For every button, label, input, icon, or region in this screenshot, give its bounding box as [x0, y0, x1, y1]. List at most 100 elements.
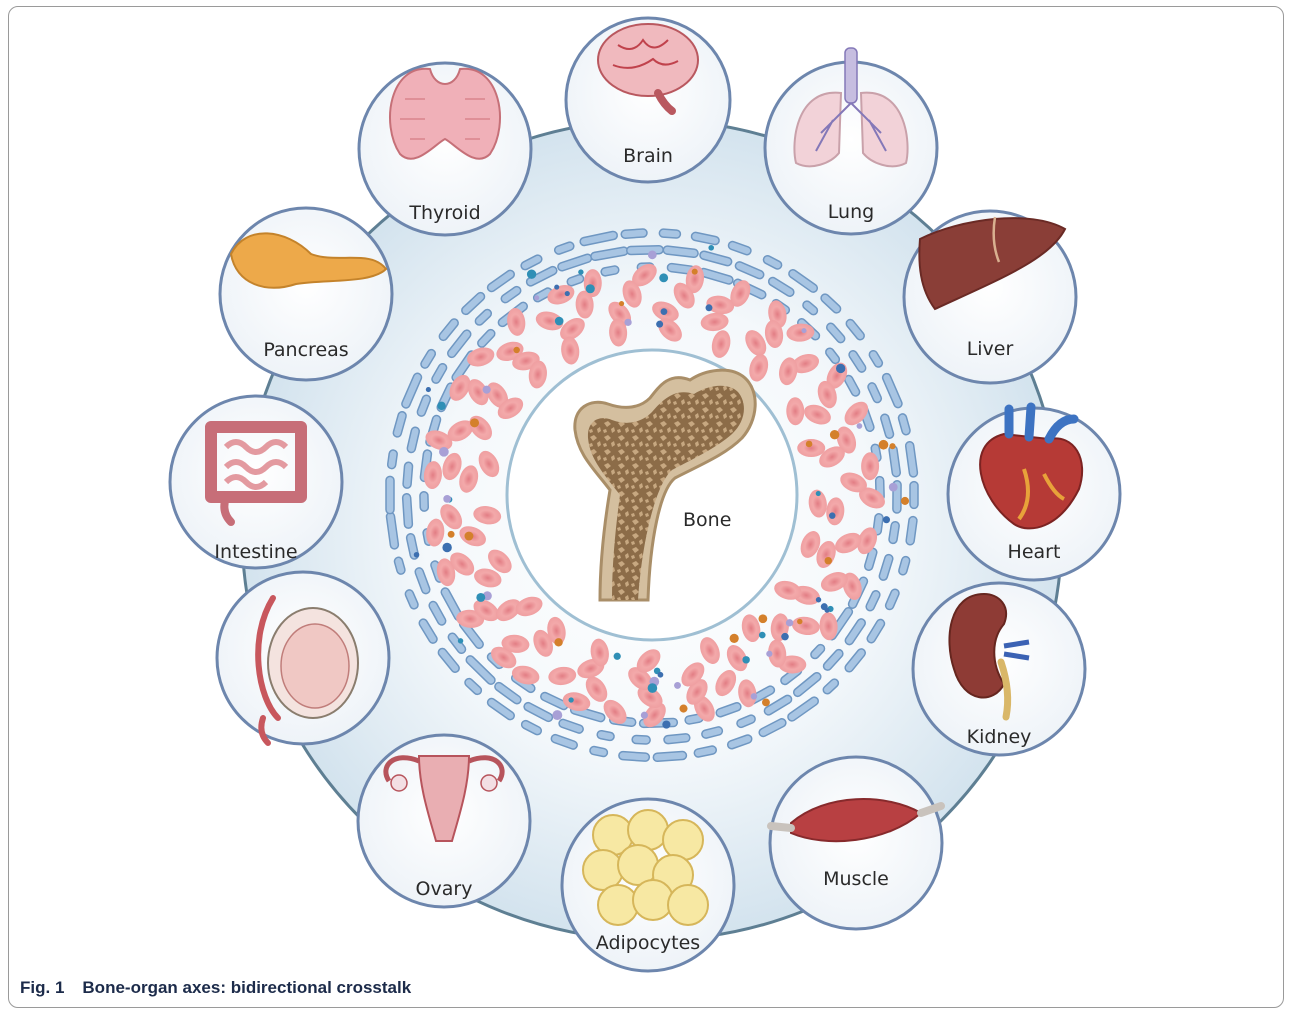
marrow-cell	[624, 319, 631, 326]
organ-label-brain: Brain	[623, 145, 673, 167]
organ-label-kidney: Kidney	[967, 726, 1032, 748]
marrow-cell	[751, 693, 757, 699]
marrow-cell	[568, 697, 573, 702]
adipocytes-icon	[583, 810, 708, 925]
marrow-cell	[824, 608, 829, 613]
marrow-cell	[586, 284, 595, 293]
marrow-cell	[476, 593, 485, 602]
marrow-cell	[641, 712, 648, 719]
marrow-cell	[443, 495, 451, 503]
organ-node-testis	[217, 572, 389, 744]
marrow-cell	[901, 497, 909, 505]
marrow-cell	[619, 301, 624, 306]
organ-label-muscle: Muscle	[823, 868, 889, 890]
organ-node-heart: Heart	[948, 407, 1120, 580]
organ-label-lung: Lung	[828, 201, 874, 223]
organ-node-brain: Brain	[566, 18, 730, 182]
marrow-cell	[708, 245, 714, 251]
figure-title: Bone-organ axes: bidirectional crosstalk	[82, 978, 411, 997]
marrow-cell	[648, 250, 657, 259]
marrow-cell	[889, 483, 898, 492]
organ-node-muscle: Muscle	[770, 757, 942, 929]
marrow-cell	[816, 491, 821, 496]
marrow-cell	[786, 619, 793, 626]
marrow-cell	[554, 638, 562, 646]
organ-label-pancreas: Pancreas	[263, 339, 348, 361]
vessel-slit	[664, 733, 691, 744]
marrow-cell	[781, 633, 789, 641]
vessel-slit	[653, 751, 687, 761]
brain-icon	[598, 24, 698, 96]
marrow-cell	[829, 512, 835, 518]
organ-label-liver: Liver	[967, 338, 1014, 360]
marrow-cell	[825, 557, 832, 564]
organ-node-kidney: Kidney	[913, 583, 1085, 755]
marrow-cell	[483, 386, 491, 394]
marrow-cell	[426, 387, 431, 392]
marrow-cell	[759, 632, 766, 639]
marrow-cell	[679, 705, 687, 713]
marrow-cell	[742, 656, 749, 663]
vessel-slit	[621, 229, 647, 239]
organ-label-intestine: Intestine	[214, 541, 297, 563]
bone-center: Bone	[507, 350, 797, 640]
marrow-cell	[830, 430, 839, 439]
marrow-cell	[674, 682, 681, 689]
vessel-slit	[627, 246, 664, 255]
organ-node-adipocytes: Adipocytes	[562, 799, 734, 971]
marrow-cell	[648, 683, 658, 693]
marrow-cell	[706, 304, 713, 311]
vessel-slit	[403, 462, 413, 488]
marrow-cell	[439, 447, 449, 457]
marrow-cell	[464, 532, 473, 541]
marrow-cell	[414, 552, 420, 558]
marrow-cell	[534, 295, 539, 300]
vessel-slit	[387, 450, 397, 470]
organ-label-adipocytes: Adipocytes	[596, 932, 700, 954]
marrow-cell	[762, 698, 770, 706]
vessel-slit	[386, 476, 394, 513]
organ-node-thyroid: Thyroid	[359, 63, 531, 235]
organ-label-thyroid: Thyroid	[408, 202, 480, 224]
vessel-slit	[420, 492, 429, 512]
marrow-cell	[806, 441, 813, 448]
marrow-cell	[730, 634, 739, 643]
organ-node-intestine: Intestine	[170, 396, 342, 568]
marrow-cell	[458, 638, 463, 643]
organ-circle	[770, 757, 942, 929]
organ-label-ovary: Ovary	[416, 878, 473, 900]
marrow-cell	[656, 321, 663, 328]
marrow-cell	[662, 720, 670, 728]
marrow-cell	[554, 285, 559, 290]
organ-node-ovary: Ovary	[358, 735, 530, 907]
marrow-cell	[797, 619, 803, 625]
marrow-cell	[565, 291, 570, 296]
marrow-cell	[889, 443, 895, 449]
marrow-cell	[801, 328, 806, 333]
vessel-slit	[619, 751, 650, 761]
marrow-cell	[816, 597, 821, 602]
marrow-cell	[437, 402, 445, 410]
marrow-cell	[692, 269, 698, 275]
marrow-cell	[442, 543, 451, 552]
organ-label-heart: Heart	[1008, 541, 1061, 563]
organ-node-lung: Lung	[765, 48, 937, 234]
marrow-cell	[578, 269, 583, 274]
marrow-cell	[555, 317, 564, 326]
marrow-cell	[470, 418, 479, 427]
marrow-cell	[527, 270, 536, 279]
vessel-slit	[659, 229, 681, 238]
bone-label: Bone	[683, 509, 731, 531]
vessel-slit	[402, 494, 412, 529]
marrow-cell	[766, 651, 772, 657]
marrow-cell	[614, 653, 621, 660]
marrow-cell	[857, 423, 863, 429]
vessel-slit	[632, 735, 650, 744]
organ-node-pancreas: Pancreas	[220, 208, 392, 380]
marrow-cell	[658, 672, 664, 678]
marrow-cell	[448, 531, 455, 538]
marrow-cell	[836, 364, 845, 373]
vessel-slit	[910, 482, 918, 509]
